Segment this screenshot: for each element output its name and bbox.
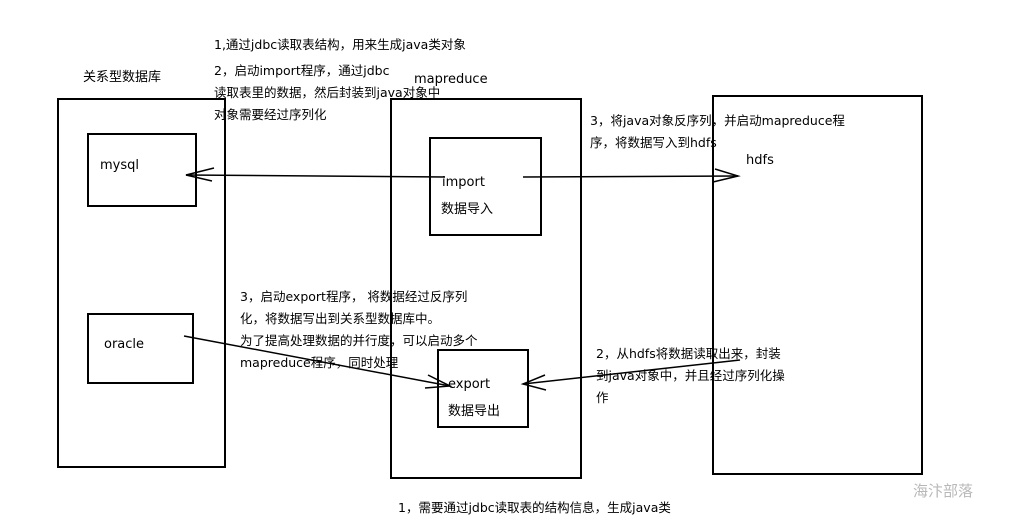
import-to-mysql-line [185, 174, 446, 178]
hdfs-container [712, 95, 923, 475]
oracle-label: oracle [104, 337, 145, 352]
export-box [437, 349, 529, 428]
export-step-2-note: 2，从hdfs将数据读取出来，封装 到java对象中，并且经过序列化操 作 [596, 343, 785, 409]
hdfs-label: hdfs [746, 153, 774, 168]
import-step-1-note: 1,通过jdbc读取表结构，用来生成java类对象 [214, 37, 466, 52]
oracle-box [87, 313, 194, 384]
note-line: 2，启动import程序，通过jdbc [214, 63, 390, 78]
note-line: 3，启动export程序， 将数据经过反序列 [240, 289, 468, 304]
import-box [429, 137, 542, 236]
note-line: mapreduce程序，同时处理 [240, 355, 399, 370]
hdfs-arrowhead [712, 168, 741, 183]
mysql-box [87, 133, 197, 207]
note-line: 2，从hdfs将数据读取出来，封装 [596, 346, 781, 361]
import-to-hdfs-line [522, 175, 739, 178]
export-step-3-note: 3，启动export程序， 将数据经过反序列 化，将数据写出到关系型数据库中。 … [240, 286, 478, 374]
export-arrowhead [424, 374, 453, 389]
note-line: 作 [596, 390, 609, 405]
note-line: 到java对象中，并且经过序列化操 [596, 368, 785, 383]
note-line: 序，将数据写入到hdfs [590, 135, 717, 150]
note-line: 3，将java对象反序列，并启动mapreduce程 [590, 113, 845, 128]
mysql-label: mysql [100, 158, 139, 173]
import-cn-label: 数据导入 [441, 202, 494, 217]
hdfs-to-export-line [522, 359, 741, 385]
rdb-title: 关系型数据库 [83, 70, 162, 85]
mapreduce-title: mapreduce [414, 72, 488, 87]
export-label: export [448, 377, 491, 392]
export-cn-label: 数据导出 [448, 404, 501, 419]
note-line: 为了提高处理数据的并行度，可以启动多个 [240, 333, 478, 348]
watermark: 海汴部落 [913, 482, 974, 500]
export-left-arrowhead [520, 374, 547, 391]
import-step-2-note: 2，启动import程序，通过jdbc 读取表里的数据，然后封装到java对象中… [214, 60, 440, 126]
mapreduce-container [390, 98, 582, 479]
note-line: 化，将数据写出到关系型数据库中。 [240, 311, 441, 326]
relational-db-container [57, 98, 226, 468]
note-line: 对象需要经过序列化 [214, 107, 327, 122]
import-label: import [442, 175, 485, 190]
import-step-3-note: 3，将java对象反序列，并启动mapreduce程 序，将数据写入到hdfs [590, 110, 845, 154]
export-step-1-note: 1，需要通过jdbc读取表的结构信息，生成java类 [398, 500, 671, 515]
mysql-arrowhead [185, 167, 215, 182]
oracle-to-export-line [183, 335, 451, 387]
note-line: 读取表里的数据，然后封装到java对象中 [214, 85, 441, 100]
